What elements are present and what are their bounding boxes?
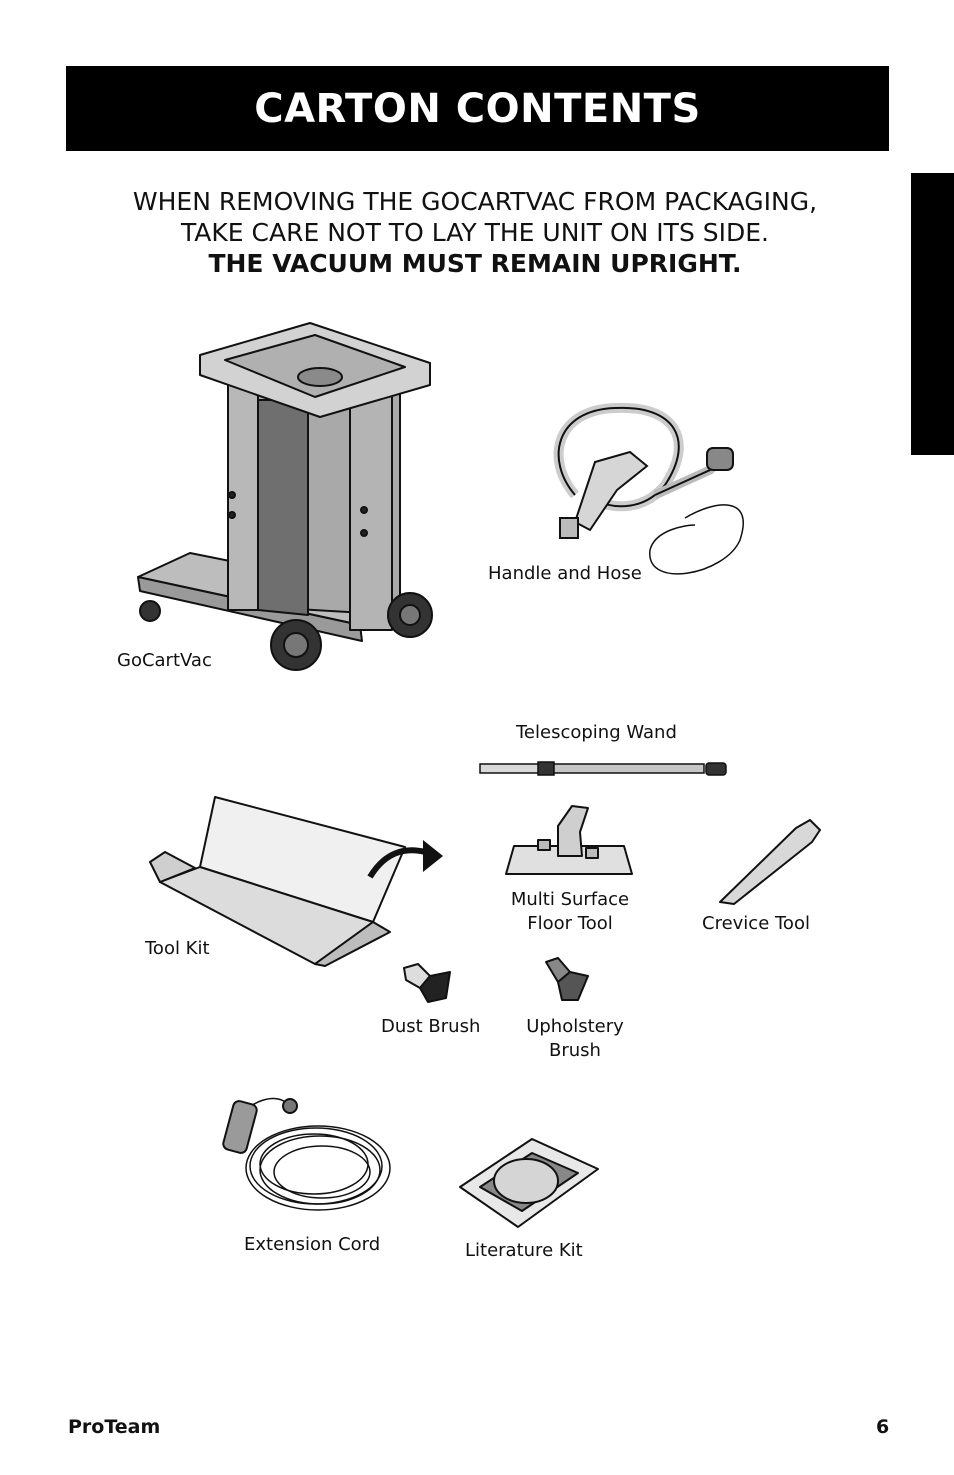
label-gocartvac: GoCartVac: [117, 650, 212, 671]
label-telescoping-wand: Telescoping Wand: [516, 722, 677, 743]
label-upholstery-brush: Upholstery Brush: [522, 1015, 628, 1063]
extension-cord-illustration: [222, 1097, 391, 1211]
label-dust-brush: Dust Brush: [381, 1016, 481, 1037]
label-literature-kit: Literature Kit: [465, 1240, 583, 1261]
gocartvac-illustration: [137, 322, 433, 671]
dust-brush-illustration: [403, 963, 451, 1003]
label-handle-hose: Handle and Hose: [488, 563, 642, 584]
telescoping-wand-illustration: [479, 761, 727, 776]
warning-line-2: TAKE CARE NOT TO LAY THE UNIT ON ITS SID…: [180, 218, 770, 247]
page-number: 6: [876, 1416, 890, 1438]
label-floor-tool-line-2: Floor Tool: [527, 913, 613, 934]
label-upholstery-line-1: Upholstery: [526, 1016, 624, 1037]
warning-line-1: WHEN REMOVING THE GOCARTVAC FROM PACKAGI…: [132, 187, 818, 216]
crevice-tool-illustration: [719, 819, 821, 905]
upholstery-brush-illustration: [545, 957, 589, 1001]
page-title: CARTON CONTENTS: [254, 85, 701, 132]
label-upholstery-line-2: Brush: [549, 1040, 601, 1061]
label-floor-tool: Multi Surface Floor Tool: [509, 888, 631, 936]
label-tool-kit: Tool Kit: [145, 938, 210, 959]
label-crevice-tool: Crevice Tool: [702, 913, 810, 934]
warning-line-3: THE VACUUM MUST REMAIN UPRIGHT.: [208, 249, 742, 278]
side-tab: [911, 173, 954, 455]
floor-tool-illustration: [505, 805, 633, 875]
title-bar: CARTON CONTENTS: [66, 66, 889, 151]
label-floor-tool-line-1: Multi Surface: [510, 889, 630, 910]
footer-brand: ProTeam: [68, 1416, 161, 1438]
handle-hose-illustration: [553, 402, 744, 575]
warning-text: WHEN REMOVING THE GOCARTVAC FROM PACKAGI…: [60, 186, 890, 279]
literature-kit-illustration: [459, 1138, 599, 1228]
label-extension-cord: Extension Cord: [244, 1234, 381, 1255]
tool-kit-illustration: [149, 796, 443, 967]
